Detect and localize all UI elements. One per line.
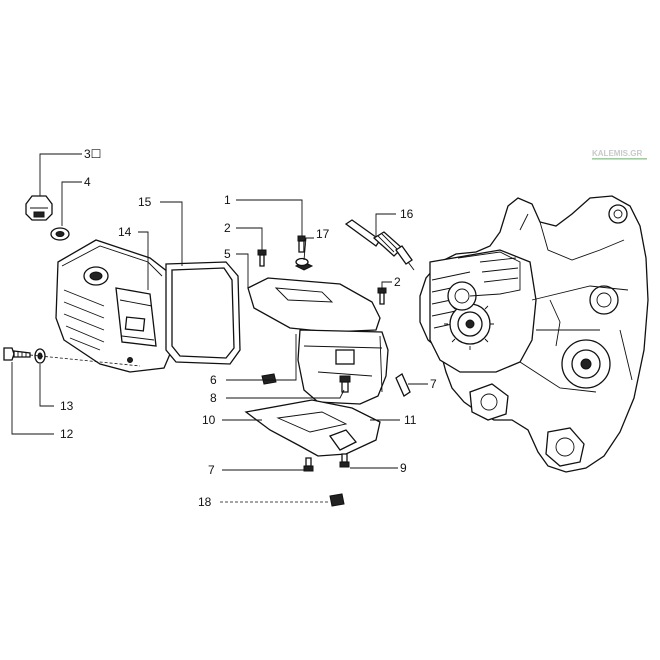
callout-5: 5: [224, 247, 231, 261]
cylinder-head-cover: [55, 239, 171, 373]
shroud-washer: [295, 257, 309, 267]
lower-deflector: [244, 399, 381, 457]
callout-14: 14: [118, 225, 132, 239]
callout-1: 1: [224, 193, 231, 207]
cover-washer: [34, 348, 46, 364]
shroud-bolt: [297, 235, 306, 253]
callout-18: 18: [198, 495, 212, 509]
callout-7-right: 7: [430, 377, 437, 391]
callout-13: 13: [60, 399, 74, 413]
lower-screw-7: [303, 457, 314, 472]
shroud-screw-right: [377, 287, 387, 305]
callout-12: 12: [60, 427, 74, 441]
shroud-screw-left: [257, 249, 267, 267]
callout-6: 6: [210, 373, 217, 387]
callout-2-right: 2: [394, 275, 401, 289]
callout-7-lower: 7: [208, 463, 215, 477]
callout-17: 17: [316, 227, 330, 241]
callout-4: 4: [84, 175, 91, 189]
spark-plug: [344, 219, 415, 271]
watermark-text: KALEMIS.GR: [592, 149, 642, 158]
retaining-clip: [261, 373, 277, 385]
callout-2-left: 2: [224, 221, 231, 235]
cover-gasket: [165, 261, 241, 365]
callout-10: 10: [202, 413, 216, 427]
callout-8: 8: [210, 391, 217, 405]
callout-15: 15: [138, 195, 152, 209]
callout-11: 11: [404, 413, 417, 427]
callout-16: 16: [400, 207, 414, 221]
shroud-lower-bolt: [339, 375, 351, 393]
engine-crankcase: [419, 195, 649, 473]
watermark-bar: [592, 158, 647, 160]
leader-lines: [11, 153, 428, 503]
sealing-washer: [50, 227, 70, 241]
lower-screw-9: [339, 453, 350, 468]
cover-bolt: [3, 347, 31, 361]
oil-filler-cap: [25, 195, 53, 221]
side-screw: [395, 373, 411, 397]
callout-9: 9: [400, 461, 407, 475]
callout-3: 3☐: [84, 147, 101, 161]
lower-nut: [329, 493, 345, 507]
